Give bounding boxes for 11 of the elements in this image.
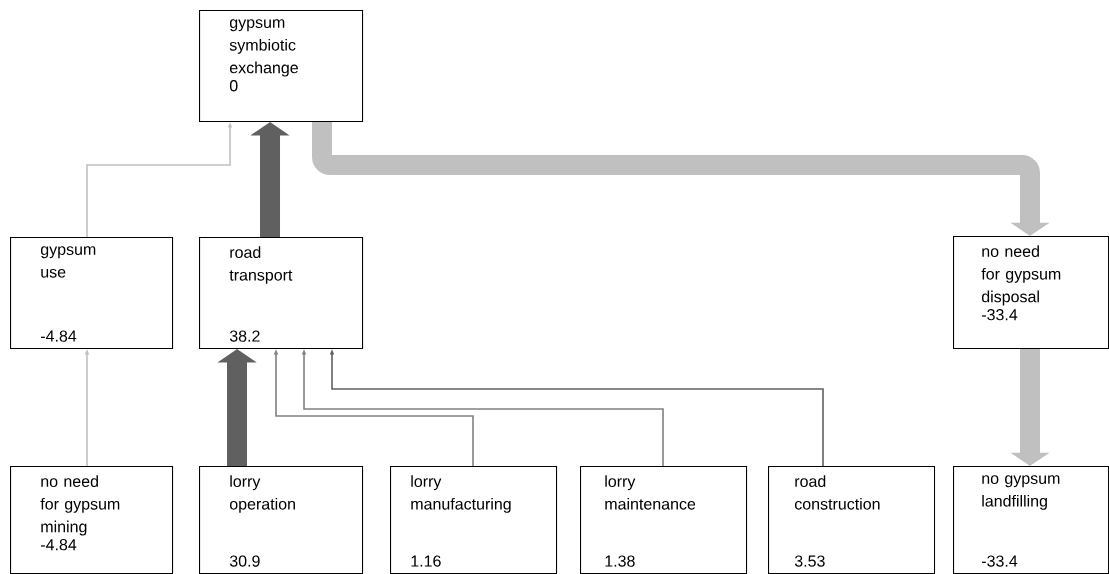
process-box: lorry maintenance 1.38 bbox=[580, 466, 748, 574]
process-box: road construction 3.53 bbox=[768, 466, 936, 574]
process-box: gypsum use -4.84 bbox=[10, 237, 174, 350]
process-box: no need for gypsum mining -4.84 bbox=[10, 466, 174, 574]
process-box: road transport 38.2 bbox=[199, 237, 364, 350]
process-box: gypsum symbiotic exchange 0 bbox=[199, 10, 364, 123]
process-box: no gypsum landfilling -33.4 bbox=[953, 466, 1109, 574]
process-box: lorry operation 30.9 bbox=[199, 466, 364, 574]
process-box: no need for gypsum disposal -33.4 bbox=[953, 236, 1109, 350]
process-box: lorry manufacturing 1.16 bbox=[390, 466, 558, 574]
flow-arrow bbox=[312, 122, 1050, 236]
